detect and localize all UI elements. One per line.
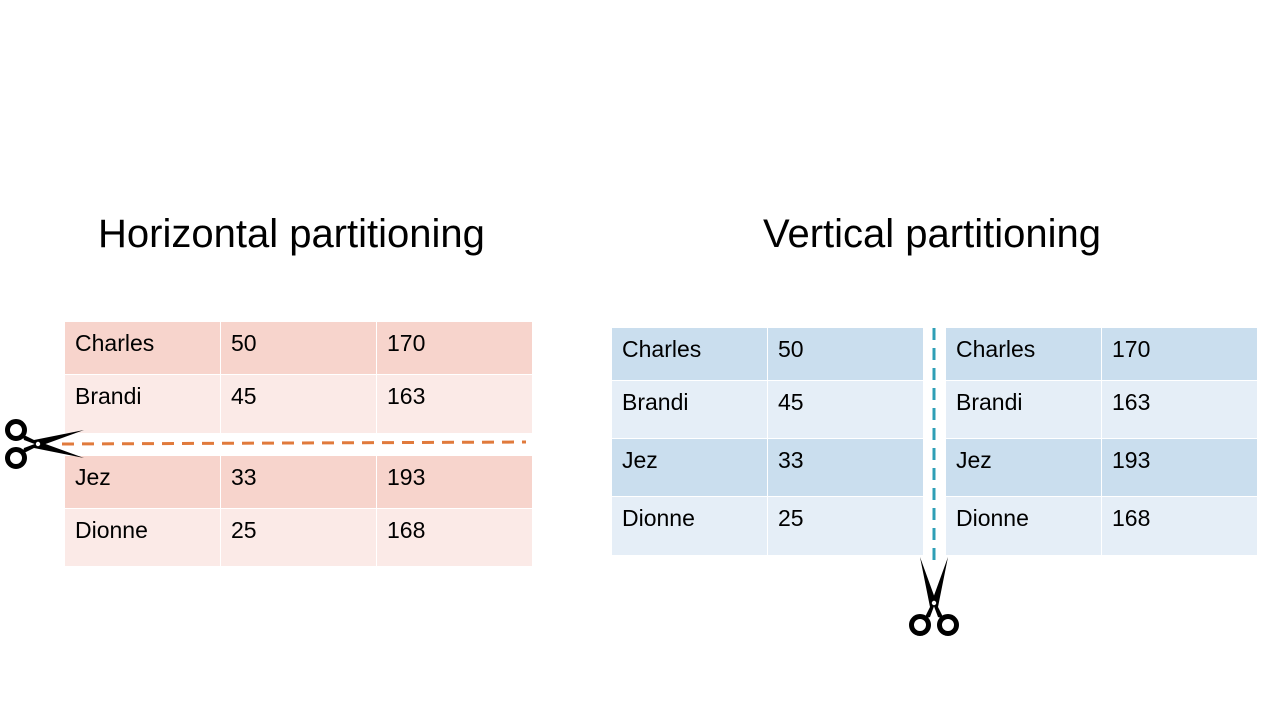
table-cell: 25 [768, 497, 923, 555]
table-row: Dionne 168 [946, 497, 1257, 555]
table-row: Charles 170 [946, 328, 1257, 380]
table-row: Brandi 163 [946, 381, 1257, 438]
table-cell: 33 [768, 439, 923, 496]
table-cell: Jez [65, 456, 220, 508]
table-cell: Dionne [65, 509, 220, 566]
vertical-partitioning-title: Vertical partitioning [763, 212, 1101, 256]
table-cell: 170 [1102, 328, 1257, 380]
table-row: Brandi 45 163 [65, 375, 532, 433]
table-cell: 168 [1102, 497, 1257, 555]
table-cell: Jez [946, 439, 1101, 496]
table-cell: Charles [612, 328, 767, 380]
table-cell: 25 [221, 509, 376, 566]
table-cell: 45 [221, 375, 376, 433]
table-cell: 163 [1102, 381, 1257, 438]
table-cell: Charles [65, 322, 220, 374]
horizontal-cut-line [61, 440, 527, 446]
table-cell: 168 [377, 509, 532, 566]
table-row: Jez 33 193 [65, 456, 532, 508]
table-cell: 33 [221, 456, 376, 508]
table-row: Dionne 25 [612, 497, 923, 555]
table-row: Dionne 25 168 [65, 509, 532, 566]
table-cell: Jez [612, 439, 767, 496]
table-row: Charles 50 170 [65, 322, 532, 374]
table-cell: 193 [1102, 439, 1257, 496]
table-cell: 193 [377, 456, 532, 508]
table-cell: 45 [768, 381, 923, 438]
table-cell: Charles [946, 328, 1101, 380]
horizontal-partitioning-title: Horizontal partitioning [98, 212, 485, 256]
scissors-icon [909, 557, 959, 636]
table-row: Charles 50 [612, 328, 923, 380]
table-cell: 50 [768, 328, 923, 380]
table-cell: Brandi [946, 381, 1101, 438]
table-cell: Brandi [65, 375, 220, 433]
table-row: Jez 33 [612, 439, 923, 496]
table-cell: Dionne [612, 497, 767, 555]
table-cell: 170 [377, 322, 532, 374]
table-cell: 50 [221, 322, 376, 374]
table-cell: Brandi [612, 381, 767, 438]
table-cell: 163 [377, 375, 532, 433]
table-row: Brandi 45 [612, 381, 923, 438]
table-cell: Dionne [946, 497, 1101, 555]
table-row: Jez 193 [946, 439, 1257, 496]
